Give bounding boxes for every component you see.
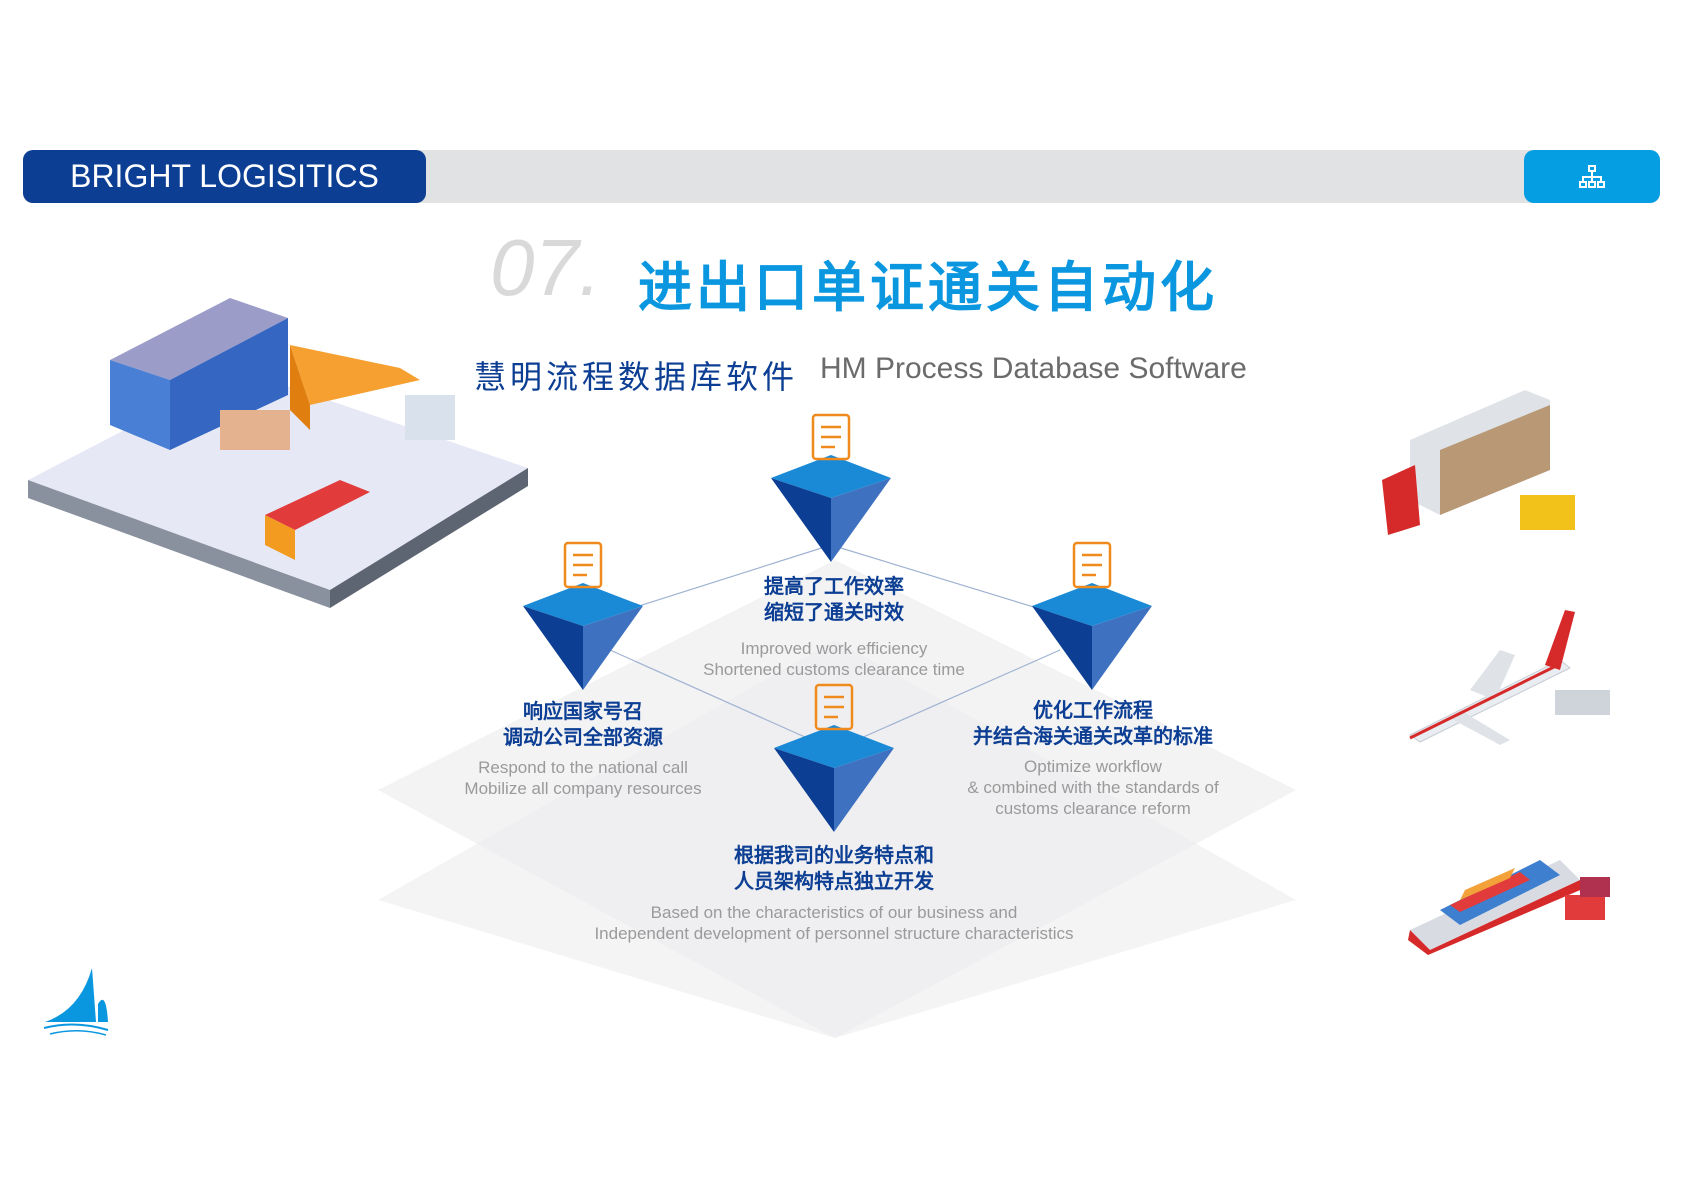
cn-line: 提高了工作效率 (764, 574, 904, 598)
subtitle-cn: 慧明流程数据库软件 (474, 358, 799, 396)
brand-label: BRIGHT LOGISITICS (23, 150, 426, 203)
en-line: Respond to the national call (478, 758, 688, 777)
person-icon (811, 413, 851, 461)
connector-lines (609, 544, 1061, 751)
en-line: & combined with the standards of (967, 778, 1219, 797)
item-development-cn: 根据我司的业务特点和人员架构特点独立开发 (734, 842, 934, 894)
sitemap-button[interactable] (1524, 150, 1660, 203)
ship-illustration (1408, 860, 1610, 955)
pyramid-3 (1032, 583, 1152, 690)
en-line: Improved work efficiency (740, 639, 928, 658)
en-line: Optimize workflow (1024, 757, 1162, 776)
item-national-call-cn: 响应国家号召调动公司全部资源 (503, 698, 663, 750)
truck-illustration (1382, 390, 1575, 535)
search-chart-icon (563, 541, 603, 589)
sitemap-icon (1579, 164, 1605, 188)
files-icon (814, 683, 854, 731)
cn-line: 根据我司的业务特点和 (734, 843, 934, 867)
en-line: Shortened customs clearance time (703, 660, 965, 679)
company-logo (43, 968, 109, 1036)
cn-line: 调动公司全部资源 (503, 725, 663, 749)
warehouse-illustration (28, 298, 528, 608)
cn-line: 优化工作流程 (1033, 698, 1153, 722)
airplane-illustration (1409, 610, 1610, 745)
section-number: 07. (490, 223, 602, 312)
pyramid-2 (523, 583, 643, 690)
cn-line: 并结合海关通关改革的标准 (973, 724, 1213, 748)
en-line: Mobilize all company resources (464, 779, 702, 798)
subtitle-en: HM Process Database Software (820, 352, 1247, 385)
pyramid-1 (771, 455, 891, 562)
en-line: Independent development of personnel str… (594, 924, 1074, 943)
cn-line: 人员架构特点独立开发 (734, 869, 934, 893)
en-line: customs clearance reform (995, 799, 1191, 818)
pyramid-4 (774, 725, 894, 832)
page-title: 进出口单证通关自动化 (638, 256, 1218, 319)
item-development-en: Based on the characteristics of our busi… (594, 902, 1073, 944)
report-icon (1072, 541, 1112, 589)
en-line: Based on the characteristics of our busi… (650, 903, 1018, 922)
cn-line: 缩短了通关时效 (764, 600, 904, 624)
item-workflow-cn: 优化工作流程并结合海关通关改革的标准 (973, 697, 1213, 749)
item-efficiency-cn: 提高了工作效率缩短了通关时效 (764, 573, 904, 625)
cn-line: 响应国家号召 (523, 699, 643, 723)
item-workflow-en: Optimize workflow & combined with the sta… (967, 756, 1218, 819)
